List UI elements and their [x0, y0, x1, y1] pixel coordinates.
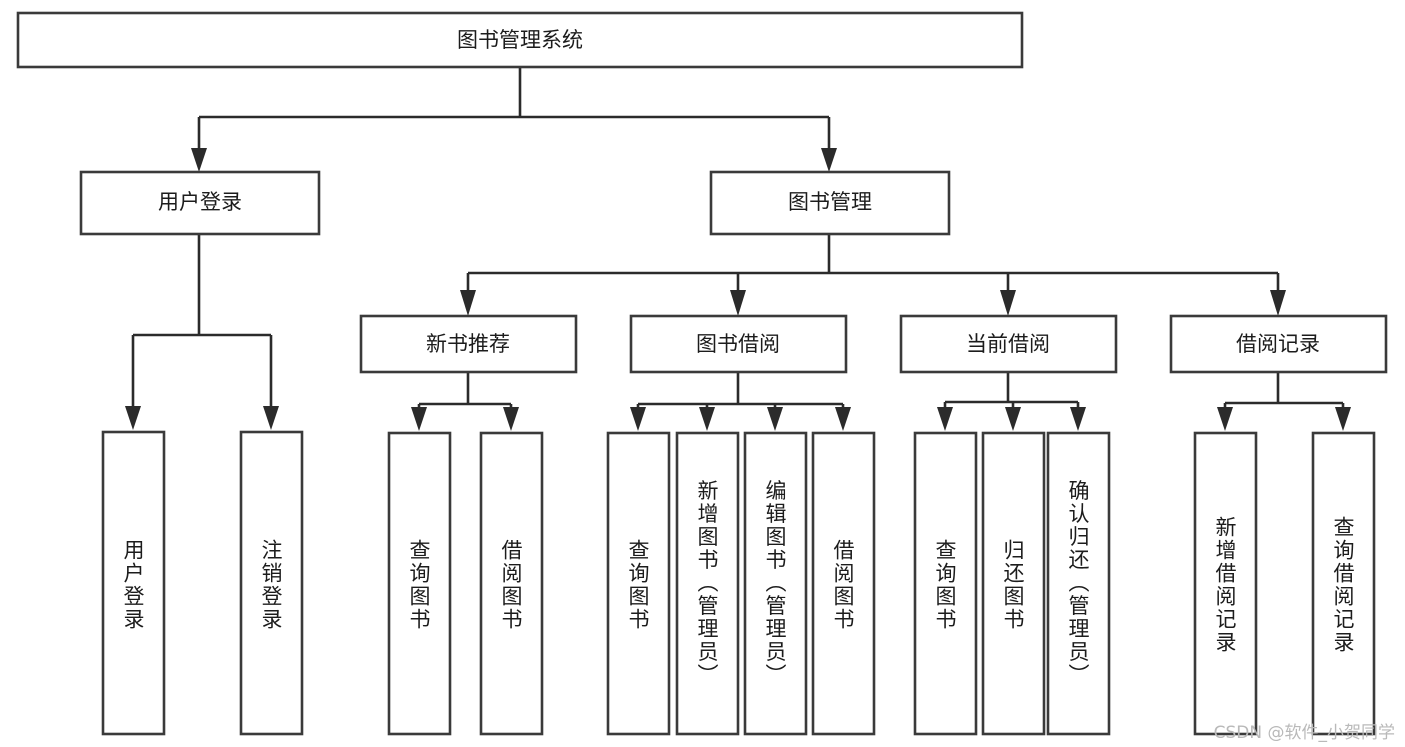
connector-group-records [1217, 372, 1351, 431]
node-leaf-9-box[interactable] [913, 431, 978, 736]
node-leaf-4-box[interactable] [479, 431, 544, 736]
node-leaf-5-box[interactable] [606, 431, 671, 736]
arrow-head-borrow [730, 290, 746, 316]
node-leaf-10-label: 归还图书 [1001, 539, 1025, 631]
arrow-head-leaf-2 [263, 406, 279, 430]
node-leaf-3-box[interactable] [387, 431, 452, 736]
connector-group-login [125, 234, 279, 430]
node-root-box[interactable] [16, 11, 1024, 69]
node-newbook-label: 新书推荐 [426, 332, 510, 356]
node-leaf-10[interactable]: 归还图书 [981, 431, 1046, 736]
node-leaf-5[interactable]: 查询图书 [606, 431, 671, 736]
node-leaf-13-box[interactable] [1311, 431, 1376, 736]
node-leaf-12[interactable]: 新增借阅记录 [1193, 431, 1258, 736]
node-leaf-5-label: 查询图书 [626, 539, 650, 631]
node-records[interactable]: 借阅记录 [1169, 314, 1388, 374]
node-bookmgmt-box[interactable] [709, 170, 951, 236]
node-leaf-7-label: 编辑图书（管理员） [763, 480, 787, 687]
node-leaf-3-label: 查询图书 [407, 539, 431, 631]
node-leaf-8-label: 借阅图书 [831, 539, 855, 631]
node-leaf-1[interactable]: 用户登录 [101, 430, 166, 736]
connector-group-current [937, 372, 1086, 431]
arrow-head-leaf-8 [835, 407, 851, 431]
arrow-head-leaf-13 [1335, 407, 1351, 431]
node-records-box[interactable] [1169, 314, 1388, 374]
connector-group-bookmgmt [460, 234, 1286, 316]
arrow-head-leaf-3 [411, 407, 427, 431]
arrow-head-newbook [460, 290, 476, 316]
node-leaf-11-label: 确认归还（管理员） [1066, 480, 1090, 687]
arrow-head-leaf-10 [1005, 407, 1021, 431]
arrow-head-leaf-5 [630, 407, 646, 431]
connector-group-newbook [411, 372, 519, 431]
arrow-head-leaf-1 [125, 406, 141, 430]
node-leaf-7-box[interactable] [743, 431, 808, 736]
node-borrow-box[interactable] [629, 314, 848, 374]
node-current-box[interactable] [899, 314, 1118, 374]
arrow-head-login [191, 148, 207, 172]
node-leaf-8-box[interactable] [811, 431, 876, 736]
csdn-watermark: CSDN @软件_小贺同学 [1213, 723, 1395, 743]
node-leaf-6-box[interactable] [675, 431, 740, 736]
node-records-label: 借阅记录 [1236, 332, 1320, 356]
node-leaf-8[interactable]: 借阅图书 [811, 431, 876, 736]
node-root[interactable]: 图书管理系统 [16, 11, 1024, 69]
node-newbook-box[interactable] [359, 314, 578, 374]
arrow-head-leaf-6 [699, 407, 715, 431]
node-borrow-label: 图书借阅 [696, 332, 780, 356]
node-bookmgmt[interactable]: 图书管理 [709, 170, 951, 236]
node-leaf-9-label: 查询图书 [933, 539, 957, 631]
node-leaf-12-label: 新增借阅记录 [1213, 516, 1237, 654]
node-leaf-13[interactable]: 查询借阅记录 [1311, 431, 1376, 736]
node-root-label: 图书管理系统 [457, 28, 583, 52]
node-leaf-6-label: 新增图书（管理员） [695, 480, 719, 687]
node-current[interactable]: 当前借阅 [899, 314, 1118, 374]
arrow-head-leaf-9 [937, 407, 953, 431]
node-leaf-10-box[interactable] [981, 431, 1046, 736]
arrow-head-bookmgmt [821, 148, 837, 172]
node-bookmgmt-label: 图书管理 [788, 190, 872, 214]
node-leaf-11[interactable]: 确认归还（管理员） [1046, 431, 1111, 736]
node-leaf-12-box[interactable] [1193, 431, 1258, 736]
node-login-box[interactable] [79, 170, 321, 236]
node-leaf-4-label: 借阅图书 [499, 539, 523, 631]
arrow-head-leaf-12 [1217, 407, 1233, 431]
arrow-head-leaf-11 [1070, 407, 1086, 431]
node-leaf-1-label: 用户登录 [121, 539, 145, 631]
connector-group-borrow [630, 372, 851, 431]
node-leaf-1-box[interactable] [101, 430, 166, 736]
node-leaf-3[interactable]: 查询图书 [387, 431, 452, 736]
node-login-label: 用户登录 [158, 190, 242, 214]
connector-group-root [191, 67, 837, 172]
node-login[interactable]: 用户登录 [79, 170, 321, 236]
node-leaf-2-label: 注销登录 [259, 539, 283, 631]
arrow-head-leaf-7 [767, 407, 783, 431]
node-leaf-4[interactable]: 借阅图书 [479, 431, 544, 736]
node-leaf-9[interactable]: 查询图书 [913, 431, 978, 736]
node-leaf-6[interactable]: 新增图书（管理员） [675, 431, 740, 736]
arrow-head-records [1270, 290, 1286, 316]
node-leaf-11-box[interactable] [1046, 431, 1111, 736]
node-newbook[interactable]: 新书推荐 [359, 314, 578, 374]
arrow-head-current [1000, 290, 1016, 316]
node-current-label: 当前借阅 [966, 332, 1050, 356]
node-leaf-2[interactable]: 注销登录 [239, 430, 304, 736]
node-leaf-7[interactable]: 编辑图书（管理员） [743, 431, 808, 736]
node-borrow[interactable]: 图书借阅 [629, 314, 848, 374]
node-leaf-2-box[interactable] [239, 430, 304, 736]
arrow-head-leaf-4 [503, 407, 519, 431]
node-leaf-13-label: 查询借阅记录 [1331, 516, 1355, 654]
